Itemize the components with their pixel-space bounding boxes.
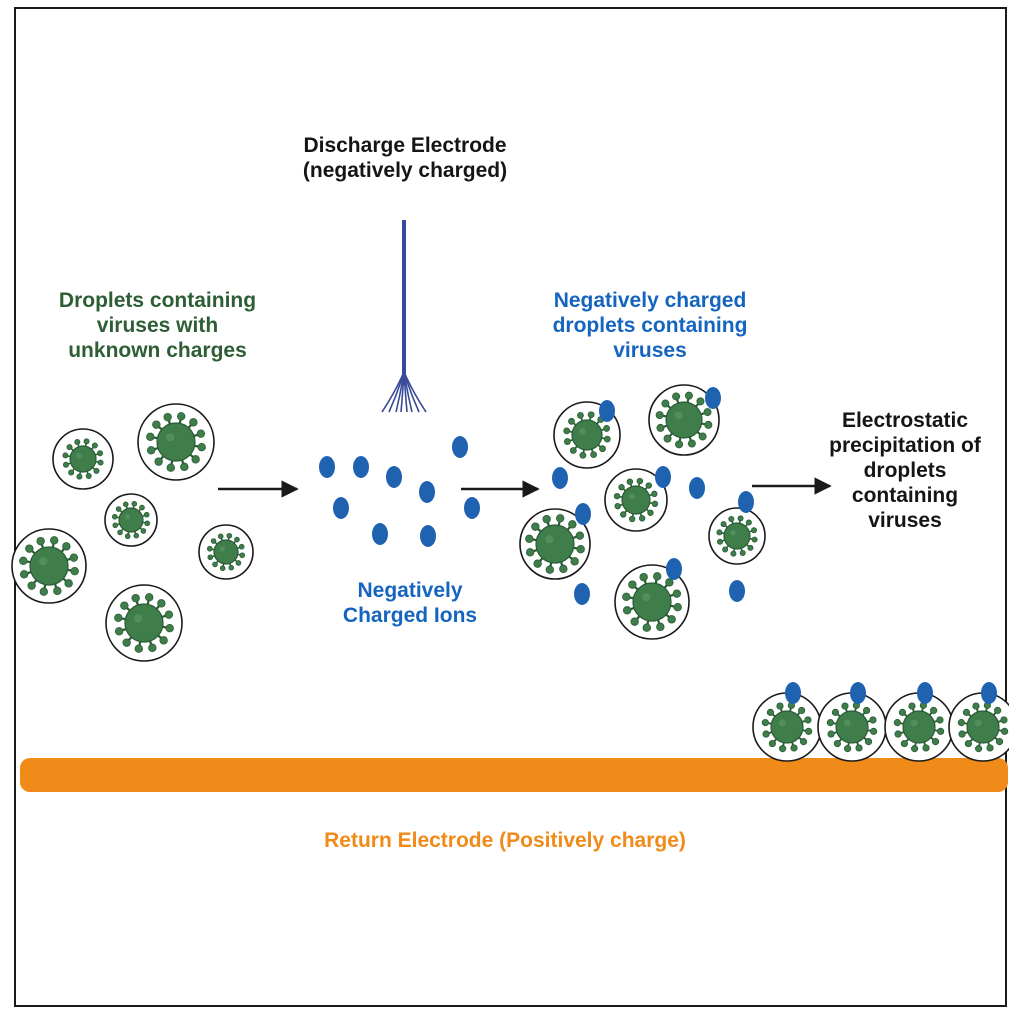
diagram-frame — [14, 7, 1007, 1007]
precipitated-ion-4 — [981, 682, 997, 704]
precipitated-ion-3 — [917, 682, 933, 704]
ion-1 — [319, 456, 335, 478]
charged-droplet-virus-3 — [604, 468, 668, 532]
return-electrode-bar — [20, 758, 1008, 792]
ion-3 — [386, 466, 402, 488]
ion-4 — [419, 481, 435, 503]
precipitated-droplet-2 — [817, 692, 887, 762]
droplet-virus-1 — [52, 428, 114, 490]
charged-ion-9 — [574, 583, 590, 605]
charged-ion-6 — [689, 477, 705, 499]
charged-droplets-label: Negatively charged droplets containing v… — [552, 289, 748, 362]
charged-ion-8 — [666, 558, 682, 580]
ions-label: Negatively Charged Ions — [342, 579, 478, 627]
ion-5 — [452, 436, 468, 458]
ion-6 — [333, 497, 349, 519]
precipitated-ion-1 — [785, 682, 801, 704]
ion-7 — [372, 523, 388, 545]
droplet-virus-2 — [137, 403, 215, 481]
charged-droplet-virus-5 — [708, 507, 766, 565]
charged-ion-7 — [738, 491, 754, 513]
droplet-virus-6 — [105, 584, 183, 662]
charged-ion-4 — [575, 503, 591, 525]
droplet-virus-4 — [11, 528, 87, 604]
charged-ion-3 — [552, 467, 568, 489]
charged-droplet-virus-6 — [614, 564, 690, 640]
charged-ion-5 — [655, 466, 671, 488]
precipitated-droplet-4 — [948, 692, 1009, 762]
charged-ion-10 — [729, 580, 745, 602]
ion-8 — [420, 525, 436, 547]
charged-ion-2 — [705, 387, 721, 409]
return-electrode-label: Return Electrode (Positively charge) — [324, 829, 686, 852]
precipitation-label: Electrostatic precipitation of droplets … — [829, 409, 981, 532]
ion-2 — [353, 456, 369, 478]
precipitated-droplet-1 — [752, 692, 822, 762]
precipitated-droplet-3 — [884, 692, 954, 762]
droplet-virus-5 — [198, 524, 254, 580]
charged-droplet-virus-4 — [519, 508, 591, 580]
precipitated-ion-2 — [850, 682, 866, 704]
charged-ion-1 — [599, 400, 615, 422]
discharge-electrode-label: Discharge Electrode (negatively charged) — [302, 134, 508, 182]
droplets-label: Droplets containing viruses with unknown… — [58, 289, 257, 362]
droplet-virus-3 — [104, 493, 158, 547]
charged-droplet-virus-2 — [648, 384, 720, 456]
discharge-electrode — [381, 220, 427, 413]
ion-9 — [464, 497, 480, 519]
